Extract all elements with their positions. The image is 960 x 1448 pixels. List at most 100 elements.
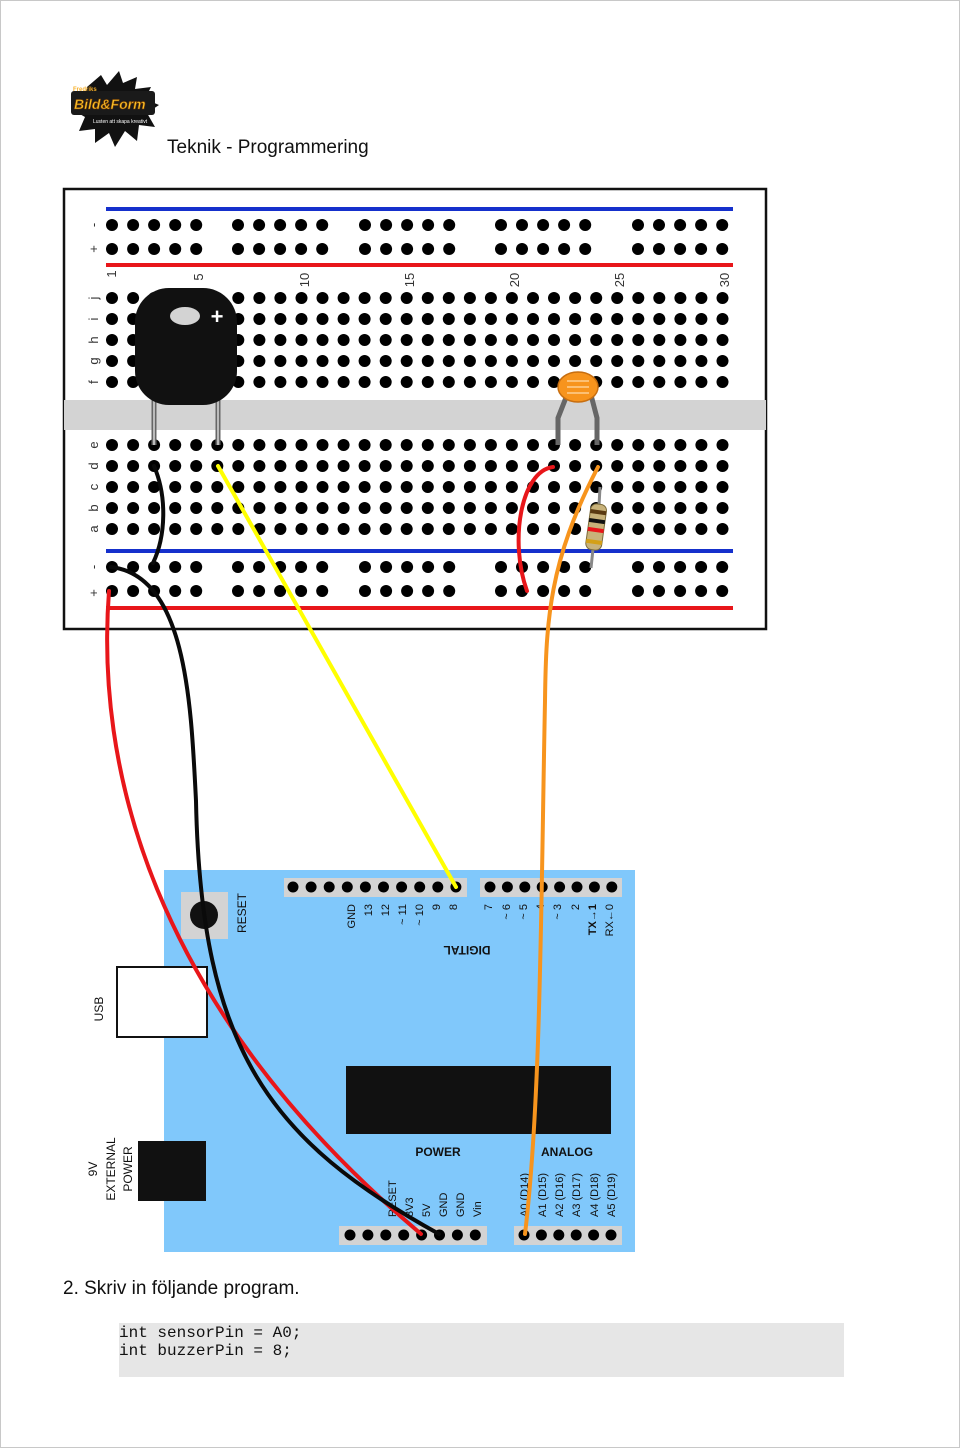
- breadboard-hole: [442, 460, 455, 472]
- breadboard-hole: [674, 502, 687, 514]
- breadboard-hole: [611, 334, 624, 346]
- breadboard-hole: [190, 439, 203, 451]
- breadboard-hole: [569, 355, 582, 367]
- breadboard-hole: [695, 561, 708, 573]
- page-title: Teknik - Programmering: [167, 137, 369, 158]
- breadboard-hole: [316, 502, 329, 514]
- breadboard-hole: [443, 219, 456, 231]
- breadboard-hole: [569, 292, 582, 304]
- breadboard-hole: [632, 561, 644, 573]
- breadboard-hole: [316, 481, 329, 493]
- breadboard-hole: [169, 243, 182, 255]
- breadboard-hole: [695, 523, 708, 535]
- breadboard-hole: [505, 355, 518, 367]
- breadboard-hole: [358, 460, 371, 472]
- breadboard-hole: [569, 313, 582, 325]
- breadboard-hole: [358, 439, 371, 451]
- breadboard-hole: [190, 523, 203, 535]
- breadboard-hole: [421, 292, 434, 304]
- breadboard-labels: + - f g h i j a b c d e - + 1 5 10 15 20…: [86, 223, 732, 597]
- breadboard-hole: [274, 355, 287, 367]
- breadboard-hole: [422, 585, 435, 597]
- breadboard-hole: [190, 481, 203, 493]
- breadboard-hole: [463, 523, 476, 535]
- breadboard-hole: [316, 334, 329, 346]
- breadboard-hole: [359, 219, 371, 231]
- power-jack: [138, 1141, 206, 1201]
- power-header: [339, 1226, 487, 1245]
- breadboard-hole: [537, 561, 550, 573]
- breadboard-hole: [106, 502, 118, 514]
- breadboard-hole: [211, 481, 224, 493]
- breadboard-hole: [674, 292, 687, 304]
- breadboard-hole: [505, 439, 518, 451]
- column-number-10: 10: [297, 273, 312, 287]
- breadboard-hole: [421, 334, 434, 346]
- arduino-board: RESET USB 9V EXTERNAL POWER DIGITAL POWE…: [86, 870, 635, 1252]
- power-pin-3v3: 3V3: [404, 1197, 416, 1217]
- logo-brand-text: Bild&Form: [74, 96, 146, 112]
- breadboard-hole: [674, 481, 687, 493]
- breadboard-hole: [106, 292, 118, 304]
- breadboard-hole: [590, 355, 603, 367]
- breadboard-hole: [716, 334, 729, 346]
- breadboard-hole: [127, 502, 140, 514]
- breadboard-hole: [484, 292, 497, 304]
- header-pin: [553, 1229, 565, 1241]
- breadboard-hole: [358, 502, 371, 514]
- breadboard-hole: [653, 502, 666, 514]
- breadboard-hole: [527, 376, 539, 388]
- breadboard-hole: [716, 219, 729, 231]
- rail-top-label-plus: +: [86, 245, 101, 253]
- breadboard-hole: [463, 502, 476, 514]
- breadboard-hole: [190, 585, 203, 597]
- breadboard-hole: [548, 481, 560, 493]
- row-label-j: j: [86, 296, 101, 300]
- breadboard-hole: [484, 355, 497, 367]
- breadboard-hole: [274, 243, 287, 255]
- breadboard-hole: [579, 243, 592, 255]
- breadboard-hole: [569, 481, 582, 493]
- breadboard-hole: [401, 585, 414, 597]
- breadboard-hole: [653, 334, 666, 346]
- usb-label: USB: [92, 997, 106, 1022]
- breadboard-hole: [632, 585, 644, 597]
- breadboard-hole: [548, 313, 560, 325]
- breadboard-hole: [442, 523, 455, 535]
- digital-pin-5: ~ 5: [518, 904, 530, 920]
- analog-section-label: ANALOG: [541, 1145, 593, 1159]
- analog-pin-a1: A1 (D15): [537, 1173, 549, 1217]
- header-pin: [571, 881, 583, 893]
- breadboard-hole: [548, 376, 560, 388]
- breadboard-hole: [148, 481, 161, 493]
- breadboard-hole: [380, 243, 393, 255]
- row-label-f: f: [86, 380, 101, 384]
- breadboard-hole: [695, 376, 708, 388]
- breadboard-hole: [316, 292, 329, 304]
- breadboard-hole: [548, 502, 560, 514]
- breadboard-hole: [632, 523, 645, 535]
- breadboard-hole: [148, 502, 161, 514]
- breadboard-hole: [295, 334, 308, 346]
- breadboard-hole: [211, 523, 224, 535]
- row-label-a: a: [86, 525, 101, 533]
- breadboard-hole: [484, 481, 497, 493]
- breadboard-hole: [106, 313, 118, 325]
- breadboard-hole: [421, 355, 434, 367]
- digital-pin-8: 8: [448, 904, 460, 910]
- breadboard-hole: [316, 376, 329, 388]
- breadboard-hole: [463, 292, 476, 304]
- breadboard-hole: [274, 585, 287, 597]
- breadboard-hole: [716, 439, 729, 451]
- breadboard-hole: [421, 460, 434, 472]
- breadboard-hole: [337, 292, 350, 304]
- breadboard-hole: [527, 523, 539, 535]
- breadboard-hole: [695, 439, 708, 451]
- breadboard-hole: [484, 523, 497, 535]
- breadboard: + - f g h i j a b c d e - + 1 5 10 15 20…: [62, 187, 768, 631]
- breadboard-hole: [674, 460, 687, 472]
- breadboard-hole: [358, 481, 371, 493]
- breadboard-hole: [127, 561, 140, 573]
- column-number-5: 5: [191, 273, 206, 280]
- breadboard-hole: [401, 243, 414, 255]
